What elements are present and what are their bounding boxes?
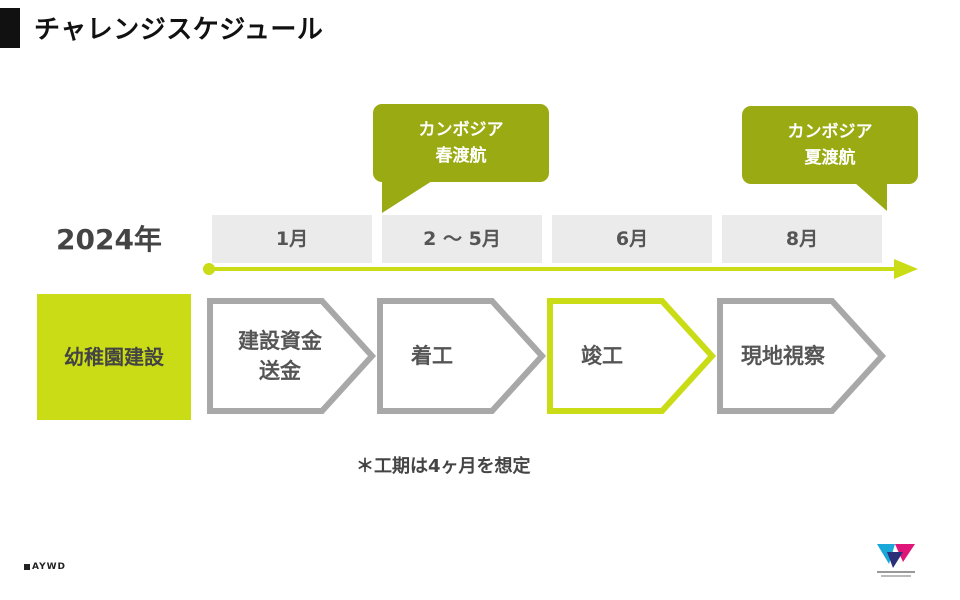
callout-tail (382, 181, 432, 213)
logo-magenta-shape (895, 544, 915, 562)
step-label-complete: 竣工 (581, 344, 623, 368)
callout-line: カンボジア (787, 122, 873, 142)
corner-logo-icon (877, 544, 915, 577)
month-cell: 1月 (212, 215, 372, 263)
step-label-line: 建設資金 (238, 329, 322, 353)
callout-summer-trip: カンボジア 夏渡航 (742, 106, 918, 184)
callout-line: 夏渡航 (804, 148, 856, 168)
timeline-arrow (203, 259, 918, 279)
callout-spring-trip: カンボジア 春渡航 (373, 104, 549, 182)
callout-tail (855, 183, 887, 211)
footnote: ＊工期は4ヶ月を想定 (356, 456, 531, 477)
brand-square-icon (24, 563, 30, 570)
callout-line: カンボジア (418, 120, 504, 140)
logo-navy-shape (887, 552, 903, 568)
step-label-funding: 建設資金 送金 (210, 326, 350, 386)
timeline-line (209, 267, 899, 271)
timeline-arrowhead (894, 259, 918, 279)
month-cell: 2 ～ 5月 (382, 215, 542, 263)
step-label-visit: 現地視察 (741, 344, 825, 368)
step-label-start: 着工 (411, 344, 453, 368)
phase-label-box: 幼稚園建設 (37, 294, 191, 420)
month-cell: 8月 (722, 215, 882, 263)
year-label: 2024年 (56, 223, 162, 256)
page-title: チャレンジスケジュール (34, 15, 324, 45)
logo-caption-mark (877, 571, 915, 573)
logo-caption-mark (881, 575, 911, 577)
brand-logo: AYWD (24, 562, 66, 572)
step-label-line: 送金 (259, 359, 301, 383)
title-accent-bar (0, 8, 20, 48)
brand-text: AYWD (32, 562, 67, 572)
month-cell: 6月 (552, 215, 712, 263)
callout-line: 春渡航 (435, 146, 487, 166)
